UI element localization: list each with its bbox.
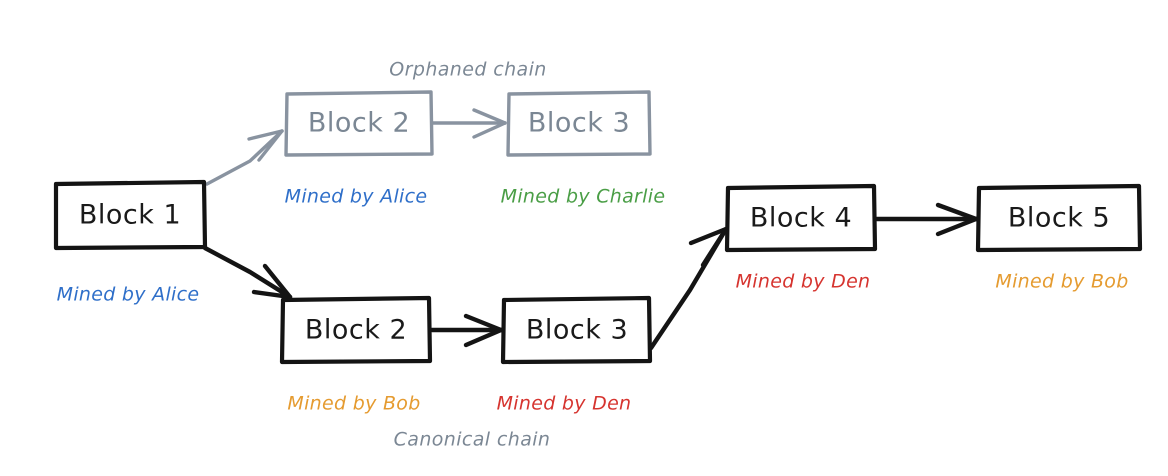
block-title: Block 2 [308,108,410,139]
miner-label-canonical-block-3: Mined by Den [497,393,632,415]
miner-label-canonical-block-5: Mined by Bob [995,271,1128,293]
miner-label-orphan-block-3: Mined by Charlie [501,186,666,208]
block-node-canonical-block-2[interactable]: Block 2 [279,295,433,365]
block-title: Block 3 [528,108,630,139]
block-node-orphan-block-2[interactable]: Block 2 [284,90,434,157]
block-node-block-1[interactable]: Block 1 [53,179,208,251]
edge-block4-to-block5 [874,202,979,237]
block-title: Block 4 [750,203,852,234]
miner-label-canonical-block-2: Mined by Bob [287,393,420,415]
miner-label-canonical-block-4: Mined by Den [736,271,871,293]
block-title: Block 3 [526,315,628,346]
miner-label-orphan-block-2: Mined by Alice [285,186,428,208]
block-node-canonical-block-4[interactable]: Block 4 [724,183,878,253]
edge-canonical3-to-block4 [648,226,729,351]
miner-label-block-1: Mined by Alice [57,284,200,306]
block-title: Block 2 [305,315,407,346]
orphaned-chain-label: Orphaned chain [389,59,546,81]
block-node-orphan-block-3[interactable]: Block 3 [506,90,652,157]
edge-block1-to-orphan2 [205,129,284,186]
canonical-chain-label: Canonical chain [394,429,551,451]
edge-canonical2-to-canonical3 [429,313,504,348]
block-title: Block 1 [79,200,181,231]
edge-block1-to-canonical2 [202,245,293,300]
edge-orphan2-to-orphan3 [431,108,507,139]
block-node-canonical-block-5[interactable]: Block 5 [975,183,1143,253]
block-node-canonical-block-3[interactable]: Block 3 [500,295,653,365]
block-title: Block 5 [1008,203,1110,234]
